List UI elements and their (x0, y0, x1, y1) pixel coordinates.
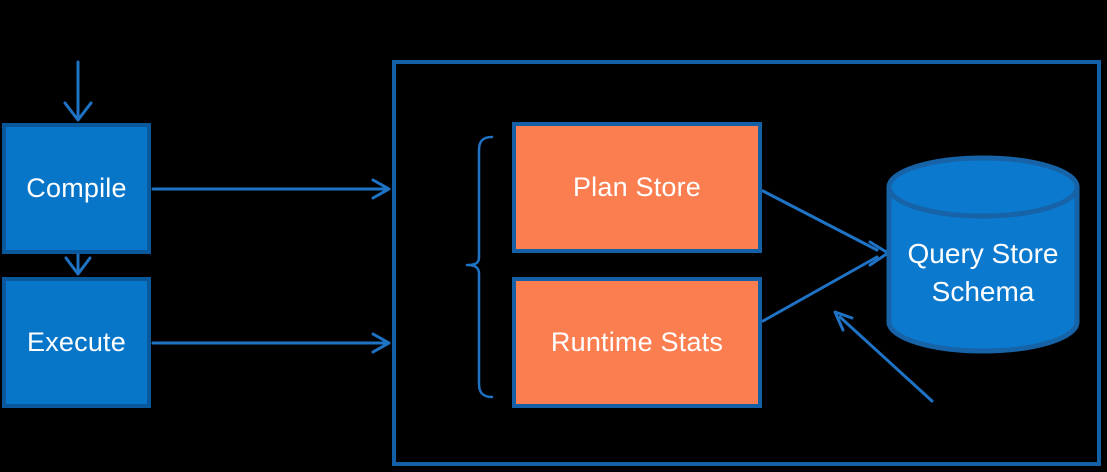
runtime-stats-node: Runtime Stats (512, 277, 762, 408)
runtime-stats-label: Runtime Stats (550, 327, 724, 357)
arrow-execute-to-container (151, 332, 391, 354)
compile-node: Compile (2, 123, 151, 254)
query-store-container-box (392, 60, 1101, 466)
arrow-compile-to-container (151, 178, 391, 200)
plan-store-node: Plan Store (512, 122, 762, 253)
compile-label: Compile (26, 173, 127, 203)
arrow-top-to-compile (63, 60, 93, 122)
query-store-schema-label: Query Store Schema (889, 235, 1077, 311)
query-store-schema-label-line1: Query Store (907, 238, 1059, 269)
query-store-schema-label-line2: Schema (931, 276, 1035, 307)
plan-store-label: Plan Store (572, 172, 702, 202)
execute-label: Execute (27, 327, 126, 357)
arrow-compile-to-execute (64, 253, 92, 276)
execute-node: Execute (2, 277, 151, 408)
